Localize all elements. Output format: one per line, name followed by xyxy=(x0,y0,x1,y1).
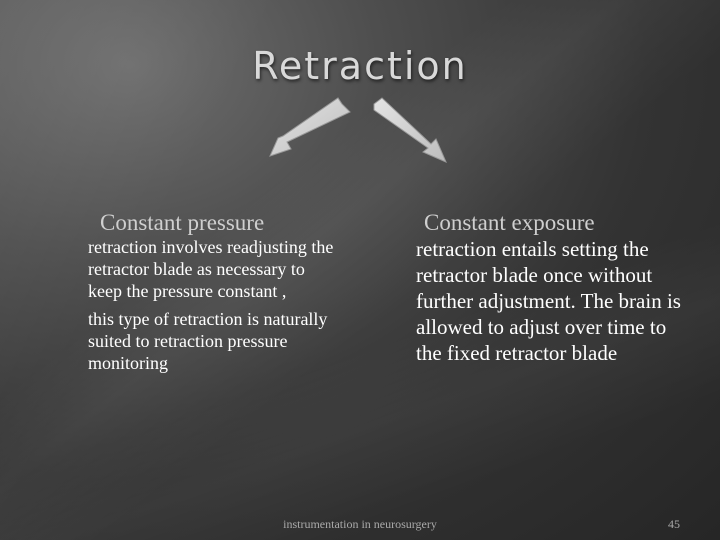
right-paragraph-1: retraction entails setting the retractor… xyxy=(416,237,681,365)
split-arrows xyxy=(269,97,447,163)
arrow-left-icon xyxy=(269,97,351,157)
left-heading: Constant pressure xyxy=(100,210,265,235)
left-paragraph-2: this type of retraction is naturally sui… xyxy=(88,309,328,373)
slide-title: Retraction xyxy=(252,44,468,88)
arrow-right-icon xyxy=(373,97,447,163)
left-column: Constant pressure retraction involves re… xyxy=(88,210,338,374)
right-heading: Constant exposure xyxy=(424,210,595,235)
right-column: Constant exposure retraction entails set… xyxy=(416,210,686,366)
left-paragraph-1: retraction involves readjusting the retr… xyxy=(88,237,334,301)
page-number: 45 xyxy=(668,517,680,531)
slide-footer: instrumentation in neurosurgery xyxy=(283,517,437,531)
